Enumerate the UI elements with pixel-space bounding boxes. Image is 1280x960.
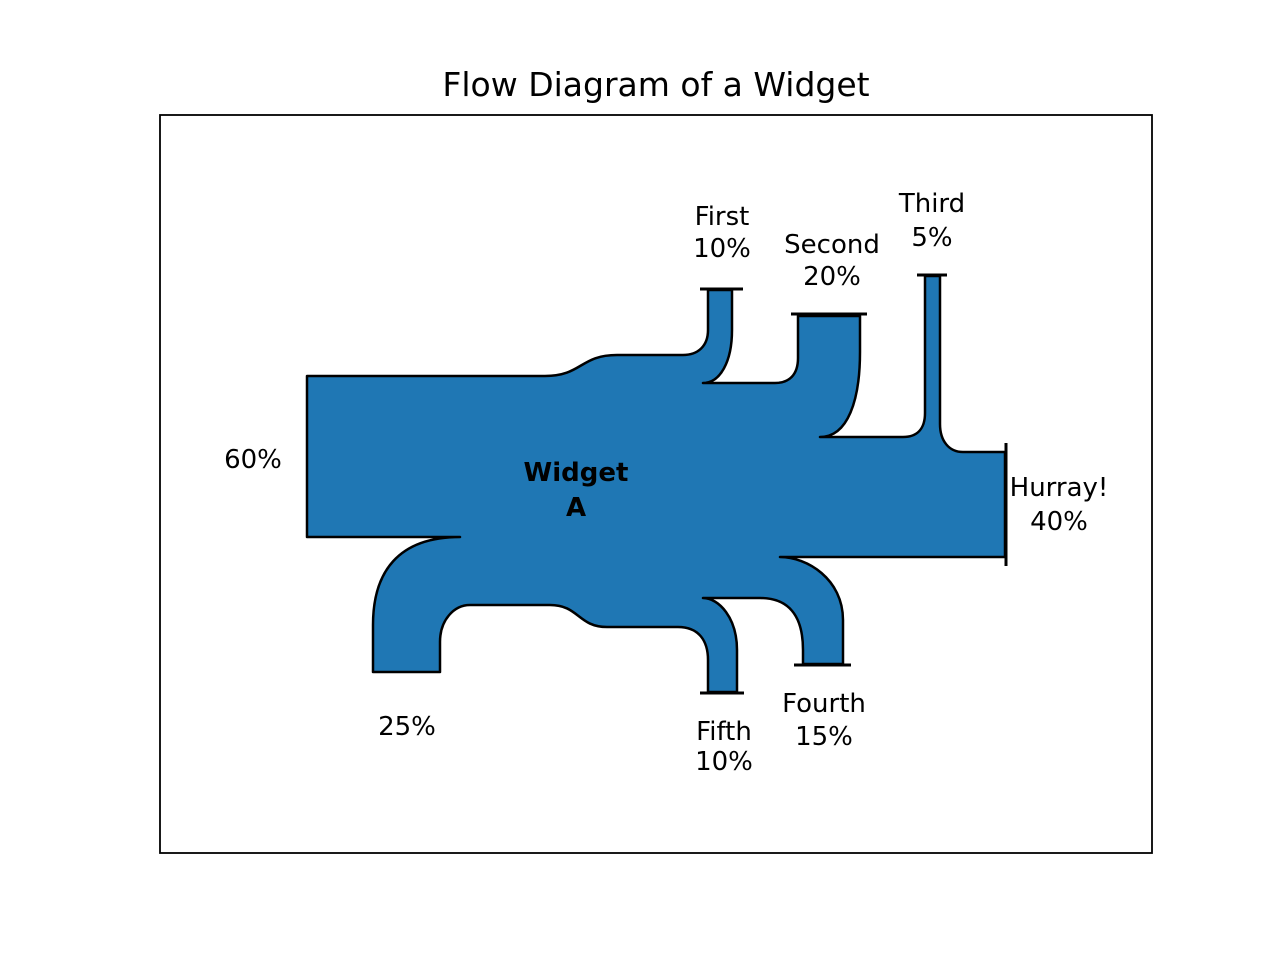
flow-label-second-value: 20% (803, 262, 861, 292)
flow-label-hurray-name: Hurray! (1010, 473, 1109, 503)
sankey-flow-shape (305, 274, 1007, 694)
flow-label-fourth-name: Fourth (782, 689, 866, 719)
chart-title: Flow Diagram of a Widget (442, 65, 869, 104)
trunk-label-line1: Widget (524, 458, 629, 488)
flow-label-first-name: First (695, 202, 750, 232)
flow-label-fifth-value: 10% (695, 747, 753, 777)
flow-label-second-name: Second (784, 230, 880, 260)
flow-label-third-value: 5% (911, 223, 952, 253)
flow-label-fifth-name: Fifth (696, 717, 752, 747)
flow-label-input-25: 25% (378, 712, 436, 742)
flow-label-third-name: Third (898, 189, 965, 219)
flow-label-hurray-value: 40% (1030, 507, 1088, 537)
flow-label-input-60: 60% (224, 445, 282, 475)
trunk-label-line2: A (566, 493, 586, 523)
flow-label-fourth-value: 15% (795, 722, 853, 752)
flow-label-first-value: 10% (693, 234, 751, 264)
